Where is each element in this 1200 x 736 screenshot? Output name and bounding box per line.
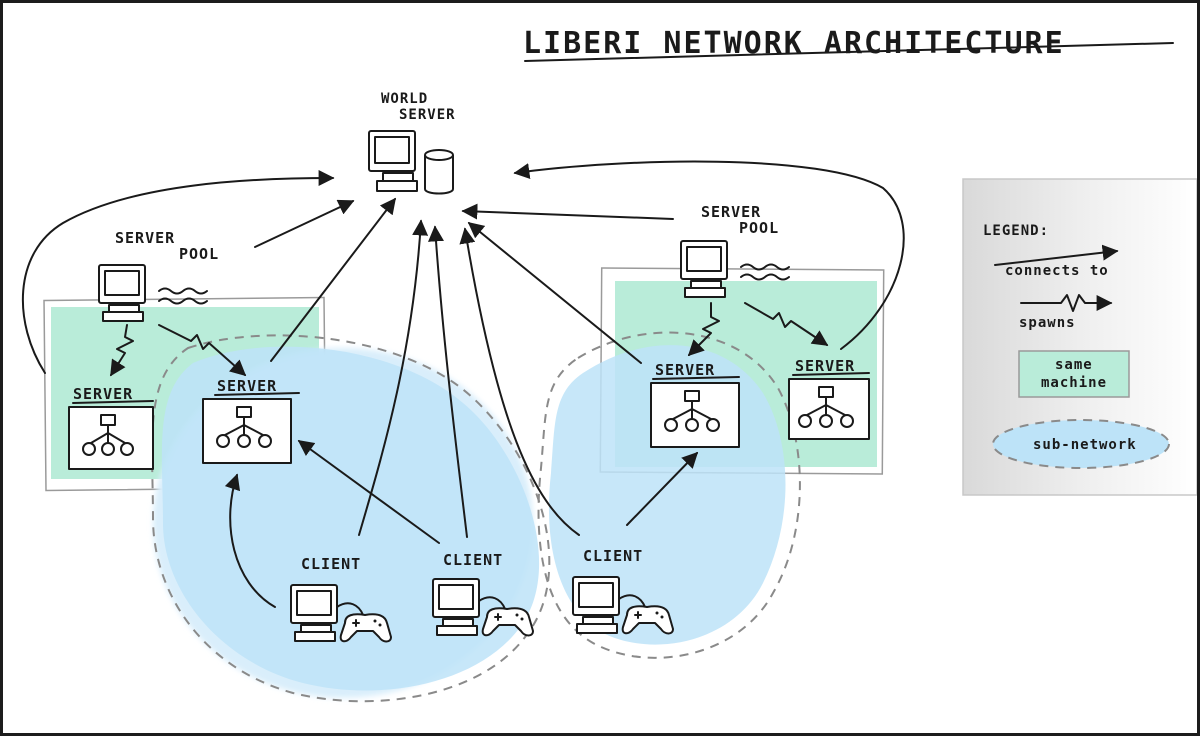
subnetwork-left	[151, 334, 551, 703]
arrow-pool-left-world	[254, 199, 355, 248]
legend-machine-swatch	[1018, 350, 1130, 398]
server-2: SERVER	[202, 377, 300, 464]
spawn-pool-right-server4	[744, 302, 829, 346]
connections	[21, 160, 905, 608]
monitor-icon	[432, 578, 480, 636]
arrow-server1-world	[21, 170, 335, 374]
legend-subnet-swatch	[992, 419, 1170, 469]
server-3-label: SERVER	[655, 361, 715, 379]
tree-icon	[82, 414, 134, 456]
client-1-label: CLIENT	[301, 555, 361, 573]
monitor-icon	[98, 264, 146, 322]
server-pool-left: SERVER POOL	[98, 229, 219, 322]
arrow-client1-world	[358, 219, 429, 536]
gamepad-icon	[621, 605, 674, 635]
pool-left-label-line2: POOL	[179, 245, 219, 263]
wave-icon	[158, 287, 208, 295]
title-underline	[524, 42, 1174, 62]
legend-spawns-arrow	[1020, 294, 1113, 312]
world-server: WORLD SERVER	[368, 91, 456, 195]
monitor-icon	[572, 576, 620, 634]
server-4: SERVER	[788, 357, 870, 440]
database-icon	[424, 149, 454, 195]
monitor-icon	[368, 130, 418, 192]
spawn-pool-left-server1	[110, 324, 134, 377]
legend-machine-line1: same	[1055, 357, 1093, 373]
client-3-label: CLIENT	[583, 547, 643, 565]
arrow-client1-server2	[224, 473, 276, 608]
world-server-label-line1: WORLD	[381, 91, 428, 107]
arrow-client3-world	[459, 227, 580, 536]
diagram-canvas: LIBERI NETWORK ARCHITECTURE WORLD SERVER	[21, 26, 1197, 703]
arrow-client2-server2	[297, 440, 440, 544]
gamepad-icon	[481, 607, 534, 637]
legend-subnet-label: sub-network	[1033, 437, 1137, 453]
legend: LEGEND: connects to spawns same machine …	[962, 178, 1197, 496]
tree-icon	[798, 386, 854, 428]
spawn-pool-left-server2	[158, 324, 247, 377]
spawns	[110, 302, 829, 377]
world-server-label-line2: SERVER	[399, 107, 456, 123]
spawn-pool-right-server3	[687, 302, 720, 357]
legend-connects-arrow	[994, 244, 1119, 266]
monitor-icon	[680, 240, 728, 298]
server-1-label: SERVER	[73, 385, 133, 403]
client-3: CLIENT	[572, 547, 674, 635]
gamepad-icon	[339, 613, 392, 643]
pool-right-label-line2: POOL	[739, 219, 779, 237]
legend-connects-label: connects to	[1005, 263, 1109, 279]
server-4-label: SERVER	[795, 357, 855, 375]
tree-icon	[664, 390, 720, 432]
client-1: CLIENT	[290, 555, 392, 643]
server-pool-right: SERVER POOL	[680, 203, 790, 298]
legend-spawns-label: spawns	[1019, 315, 1076, 331]
arrow-server4-world	[513, 160, 905, 350]
tree-icon	[216, 406, 272, 448]
arrow-pool-right-world	[461, 203, 674, 220]
wave-icon	[740, 263, 790, 271]
server-2-label: SERVER	[217, 377, 277, 395]
arrow-server3-world	[467, 221, 642, 364]
server-1: SERVER	[68, 385, 154, 470]
server-3: SERVER	[650, 361, 740, 448]
pool-left-label-line1: SERVER	[115, 229, 175, 247]
client-2: CLIENT	[432, 551, 534, 637]
legend-machine-line2: machine	[1041, 375, 1107, 391]
pool-right-label-line1: SERVER	[701, 203, 761, 221]
client-2-label: CLIENT	[443, 551, 503, 569]
arrow-server2-world	[270, 197, 396, 362]
arrow-client3-server3	[626, 451, 699, 526]
arrow-client2-world	[428, 225, 468, 538]
monitor-icon	[290, 584, 338, 642]
diagram-title: LIBERI NETWORK ARCHITECTURE	[523, 26, 1065, 61]
legend-heading: LEGEND:	[983, 223, 1049, 239]
